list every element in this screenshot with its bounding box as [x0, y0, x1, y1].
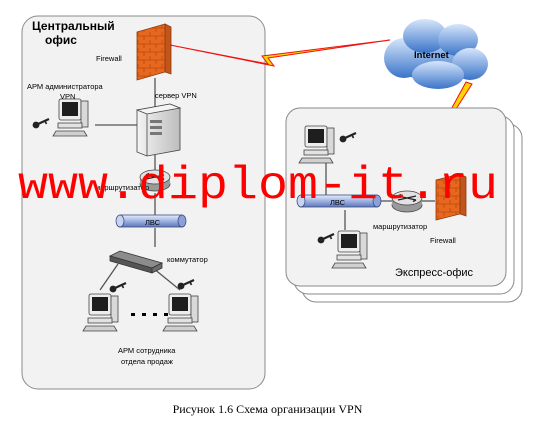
figure-caption: Рисунок 1.6 Схема организации VPN — [172, 402, 363, 416]
central-lan — [115, 214, 187, 228]
lightning-central-internet — [169, 39, 391, 67]
central-lan-label: ЛВС — [145, 218, 161, 227]
central-firewall — [136, 23, 172, 81]
staff-workstation-label: АРМ сотрудника — [118, 346, 176, 355]
switch-icon — [108, 250, 164, 274]
ellipsis-dots — [131, 313, 168, 316]
internet-cloud-icon — [384, 19, 488, 89]
admin-workstation-label: АРМ администратора — [27, 82, 104, 91]
admin-workstation-label-line2: VPN — [60, 92, 75, 101]
internet-label: Internet — [414, 50, 450, 61]
staff-workstation-label-line2: отдела продаж — [121, 357, 173, 366]
central-office-title: Центральный — [32, 19, 115, 33]
express-router-label: маршрутизатор — [373, 222, 427, 231]
watermark-text: www.diplom-it.ru — [18, 160, 498, 212]
express-links — [325, 160, 435, 230]
switch-label: коммутатор — [167, 255, 208, 264]
central-firewall-label: Firewall — [96, 54, 122, 63]
vpn-server — [135, 103, 182, 157]
express-office-title: Экспресс-офис — [395, 267, 474, 279]
express-firewall-label: Firewall — [430, 236, 456, 245]
express-firewall — [435, 173, 467, 221]
central-router-label: маршрутизатор — [95, 183, 149, 192]
central-office-title-line2: офис — [45, 33, 77, 47]
express-lan-label: ЛВС — [330, 198, 346, 207]
vpn-server-label: сервер VPN — [155, 91, 197, 100]
express-lan — [296, 194, 382, 208]
